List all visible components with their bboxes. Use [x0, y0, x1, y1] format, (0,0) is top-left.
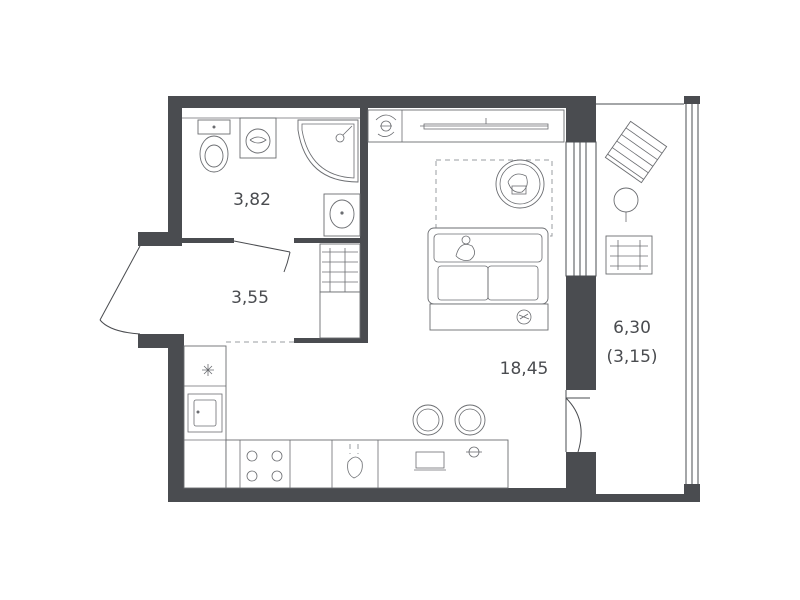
bathroom-area-label: 3,82	[233, 190, 271, 210]
coffee-table	[495, 159, 545, 209]
entrance-door	[99, 245, 141, 335]
balcony-door	[565, 390, 590, 453]
wall-hall-bottom	[294, 338, 368, 343]
wall-bath-hall-right	[294, 238, 366, 243]
wall-door-jamb-top	[138, 232, 182, 246]
living-room-area-label: 18,45	[500, 359, 549, 379]
wall-left-upper	[168, 96, 182, 246]
sofa-rug	[429, 303, 549, 331]
window-living	[565, 141, 597, 277]
sofa	[427, 227, 549, 305]
wall-bath-living	[360, 108, 368, 342]
tv-unit	[367, 109, 565, 143]
hallway-area-label: 3,55	[231, 288, 269, 308]
wall-top	[168, 96, 596, 108]
balcony-reduced-area-label: (3,15)	[606, 347, 657, 367]
wall-left-lower	[168, 334, 184, 502]
wall-bath-hall-left	[182, 238, 234, 243]
bar-stools	[412, 404, 486, 436]
pet-bowl	[516, 309, 532, 325]
balcony-area-label: 6,30	[613, 318, 651, 338]
walls	[138, 96, 700, 502]
bathroom-fixtures	[182, 117, 361, 237]
wall-right-bottom	[566, 452, 596, 502]
balcony-post-top	[684, 96, 700, 104]
hall-wardrobe	[319, 243, 361, 339]
balcony-furniture	[604, 120, 668, 275]
kitchen	[183, 345, 509, 489]
wall-bottom	[168, 488, 596, 502]
rug	[435, 159, 553, 237]
bathroom-door	[233, 240, 291, 273]
balcony-glazing	[596, 103, 699, 484]
wall-right-middle	[566, 276, 596, 390]
wall-right-top	[566, 96, 596, 142]
balcony-wall-bottom	[596, 494, 700, 502]
